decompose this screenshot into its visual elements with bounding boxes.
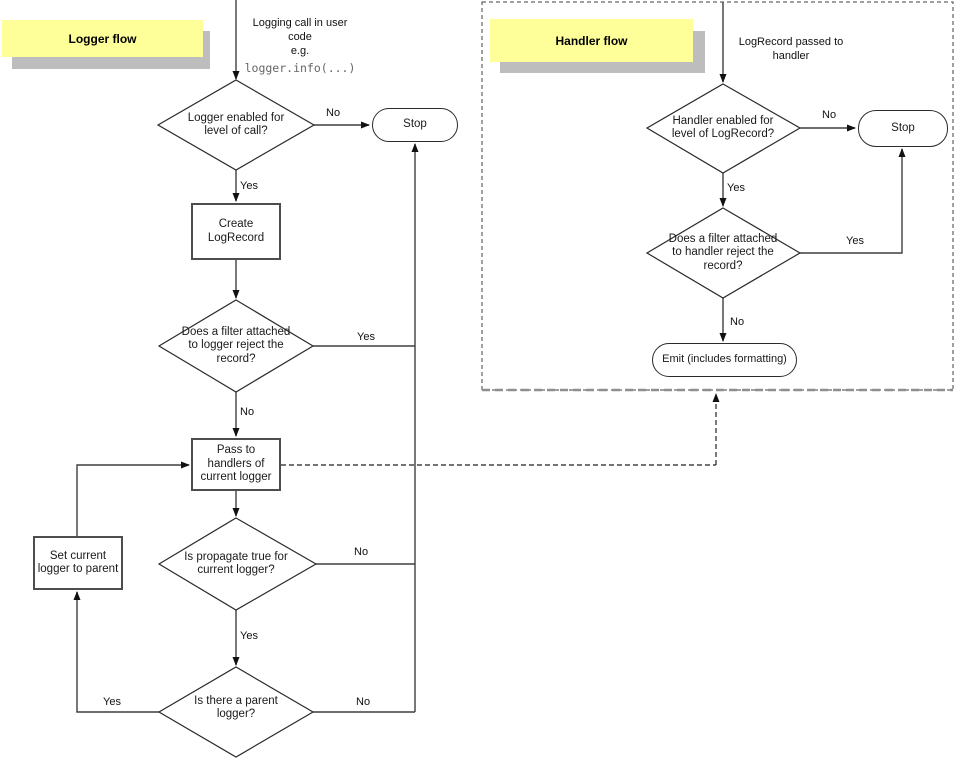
edge-set-current-to-pass — [76, 461, 190, 536]
logger-stop-text: Stop — [403, 118, 427, 131]
handler-flow-title-label: Handler flow — [555, 33, 628, 48]
handler-entry-annotation: LogRecord passed to handler — [738, 36, 844, 62]
handler-filter-check-diamond — [645, 207, 802, 299]
emit-node: Emit (includes formatting) — [652, 343, 797, 377]
logger-propagate-check-text: Is propagate true for current logger? — [184, 550, 288, 577]
set-current-logger-text: Set current logger to parent — [37, 549, 119, 576]
edge-label-yes-logger-level: Yes — [240, 180, 258, 192]
create-logrecord-node: Create LogRecord — [191, 203, 281, 260]
handler-level-check-diamond — [645, 83, 802, 174]
handler-stop-node: Stop — [858, 110, 948, 147]
edge-label-yes-propagate: Yes — [240, 630, 258, 642]
logger-parent-check-node: Is there a parent logger? — [176, 688, 296, 728]
logger-level-check-node: Logger enabled for level of call? — [166, 103, 306, 147]
edge-label-no-logger-filter: No — [240, 406, 255, 418]
logger-entry-annotation: Logging call in user code e.g. — [252, 17, 348, 57]
logger-level-check-text: Logger enabled for level of call? — [187, 111, 285, 138]
pass-to-handlers-node: Pass to handlers of current logger — [191, 438, 281, 491]
logger-filter-check-text: Does a filter attached to logger reject … — [181, 325, 291, 365]
create-logrecord-text: Create LogRecord — [207, 218, 265, 244]
edge-label-no-propagate: No — [354, 546, 369, 558]
set-current-logger-node: Set current logger to parent — [33, 536, 123, 590]
edge-parent-check-yes-to-set-current — [73, 591, 159, 713]
edge-label-yes-handler-level: Yes — [727, 182, 745, 194]
logger-flow-title: Logger flow — [2, 20, 203, 57]
handler-stop-text: Stop — [891, 121, 915, 134]
logger-flow-title-label: Logger flow — [68, 31, 137, 46]
handler-filter-check-node: Does a filter attached to handler reject… — [648, 232, 798, 274]
handler-level-check-node: Handler enabled for level of LogRecord? — [648, 108, 798, 148]
handler-level-check-text: Handler enabled for level of LogRecord? — [671, 114, 775, 141]
edge-label-yes-parent: Yes — [103, 696, 121, 708]
logger-stop-node: Stop — [372, 108, 458, 142]
logger-propagate-check-diamond — [157, 517, 318, 611]
logger-level-check-diamond — [156, 79, 316, 171]
logger-propagate-check-node: Is propagate true for current logger? — [161, 544, 311, 584]
logger-entry-code: logger.info(...) — [244, 61, 356, 75]
edge-label-no-logger-level: No — [326, 107, 341, 119]
logger-filter-check-diamond — [157, 299, 315, 393]
edge-handler-filter-yes-to-stop — [800, 148, 906, 254]
pass-to-handlers-text: Pass to handlers of current logger — [200, 444, 272, 484]
edge-label-no-handler-filter: No — [730, 316, 745, 328]
logger-parent-check-diamond — [157, 666, 315, 758]
handler-flow-title: Handler flow — [490, 19, 693, 62]
logger-parent-check-text: Is there a parent logger? — [194, 694, 278, 721]
edge-label-yes-logger-filter: Yes — [357, 331, 375, 343]
handler-filter-check-text: Does a filter attached to handler reject… — [668, 232, 778, 272]
emit-text: Emit (includes formatting) — [662, 353, 787, 366]
edge-label-no-handler-level: No — [822, 109, 837, 121]
logger-filter-check-node: Does a filter attached to logger reject … — [164, 325, 308, 367]
edge-label-no-parent: No — [356, 696, 371, 708]
edge-label-yes-handler-filter: Yes — [846, 235, 864, 247]
